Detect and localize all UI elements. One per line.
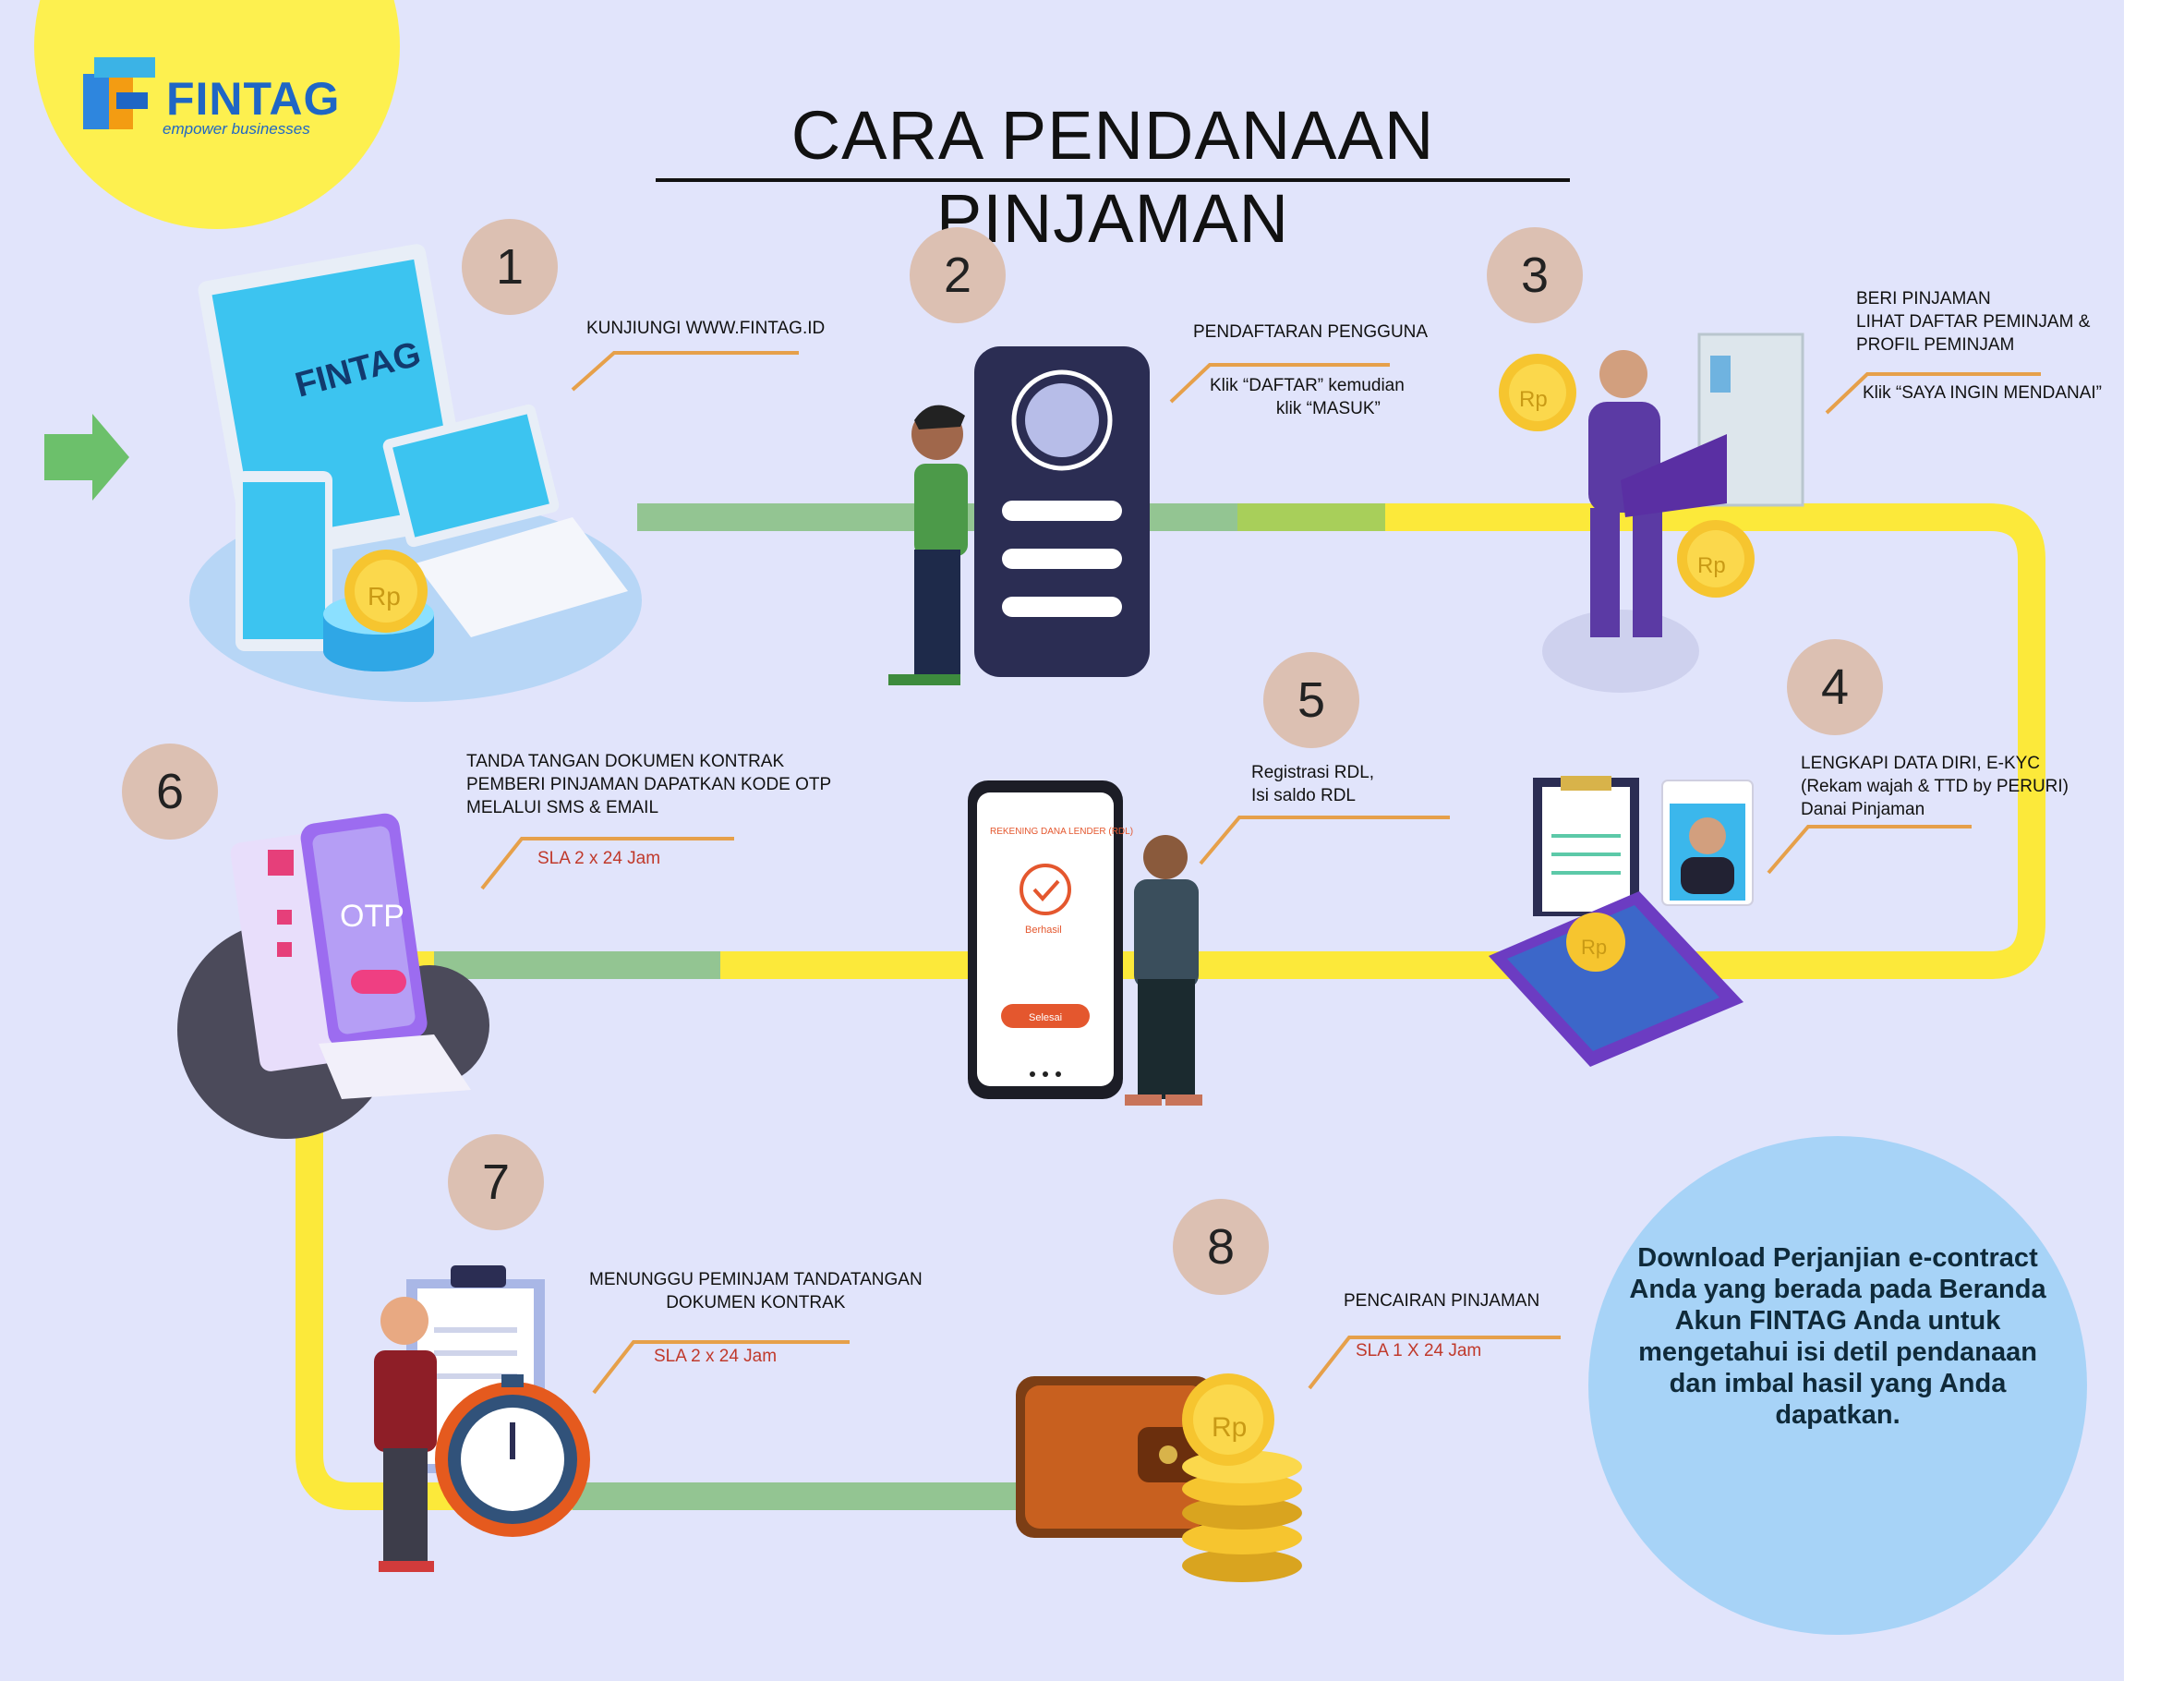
fintag-logo-icon: [83, 57, 155, 129]
rdl-illustration: REKENING DANA LENDER (RDL) Berhasil Sele…: [968, 780, 1202, 1106]
svg-text:Rp: Rp: [1212, 1412, 1247, 1443]
step-1-number: 1: [462, 219, 558, 315]
step-7-sla: SLA 2 x 24 Jam: [654, 1347, 778, 1366]
step-8-number: 8: [1173, 1199, 1269, 1295]
step-3-action: Klik “SAYA INGIN MENDANAI”: [1863, 383, 2102, 403]
svg-text:Rp: Rp: [1697, 553, 1726, 578]
waiting-illustration: [374, 1265, 590, 1572]
coin-currency-label: Rp: [368, 582, 401, 611]
start-arrow-icon: [44, 414, 129, 501]
step-5-number: 5: [1263, 652, 1359, 748]
step-6-sla: SLA 2 x 24 Jam: [537, 849, 661, 868]
step-7-number: 7: [448, 1134, 544, 1230]
step-2-subtext: Klik “DAFTAR” kemudian klik “MASUK”: [1210, 376, 1405, 418]
step-8-sla: SLA 1 X 24 Jam: [1356, 1341, 1482, 1361]
payout-illustration: Rp: [1016, 1373, 1302, 1582]
phone-header-label: REKENING DANA LENDER (RDL): [990, 827, 1133, 837]
brand-tagline: empower businesses: [163, 120, 310, 138]
svg-text:Rp: Rp: [1581, 936, 1607, 959]
step-2-text: PENDAFTARAN PENGGUNA: [1193, 322, 1429, 342]
step-5-text: Registrasi RDL, Isi saldo RDL: [1251, 763, 1375, 805]
infographic-canvas: FINTAG Rp: [0, 0, 2124, 1681]
step-4-number: 4: [1787, 639, 1883, 735]
step-3-text: BERI PINJAMAN LIHAT DAFTAR PEMINJAM & PR…: [1856, 289, 2091, 355]
brand-name: FINTAG: [166, 73, 341, 125]
page-title: CARA PENDANAAN PINJAMAN: [790, 97, 1435, 257]
svg-text:Rp: Rp: [1519, 387, 1548, 412]
step-3-number: 3: [1487, 227, 1583, 323]
logo-blob: [34, 0, 400, 229]
step-8-text: PENCAIRAN PINJAMAN: [1344, 1291, 1540, 1311]
step-2-number: 2: [910, 227, 1006, 323]
step-7-text: MENUNGGU PEMINJAM TANDATANGAN DOKUMEN KO…: [589, 1270, 923, 1312]
lender-illustration: Rp Rp: [1499, 333, 1804, 693]
step-4-text: LENGKAPI DATA DIRI, E-KYC (Rekam wajah &…: [1801, 754, 2069, 819]
register-illustration: [888, 346, 1150, 685]
phone-status-label: Berhasil: [1025, 925, 1062, 936]
illustration-layer: FINTAG Rp: [34, 0, 2045, 1582]
step-6-number: 6: [122, 744, 218, 840]
phone-button-label: Selesai: [1029, 1012, 1062, 1023]
leader-lines: [480, 351, 2041, 1395]
info-circle: [1588, 1136, 2087, 1635]
step-6-text: TANDA TANGAN DOKUMEN KONTRAK PEMBERI PIN…: [466, 752, 832, 817]
otp-illustration: OTP: [177, 813, 489, 1139]
step-1-text: KUNJIUNGI WWW.FINTAG.ID: [586, 319, 826, 338]
otp-label: OTP: [340, 899, 404, 934]
title-underline: [656, 178, 1570, 182]
info-text: Download Perjanjian e-contract Anda yang…: [1629, 1243, 2046, 1430]
ekyc-illustration: Rp: [1489, 776, 1754, 1067]
devices-illustration: FINTAG Rp: [189, 244, 642, 702]
